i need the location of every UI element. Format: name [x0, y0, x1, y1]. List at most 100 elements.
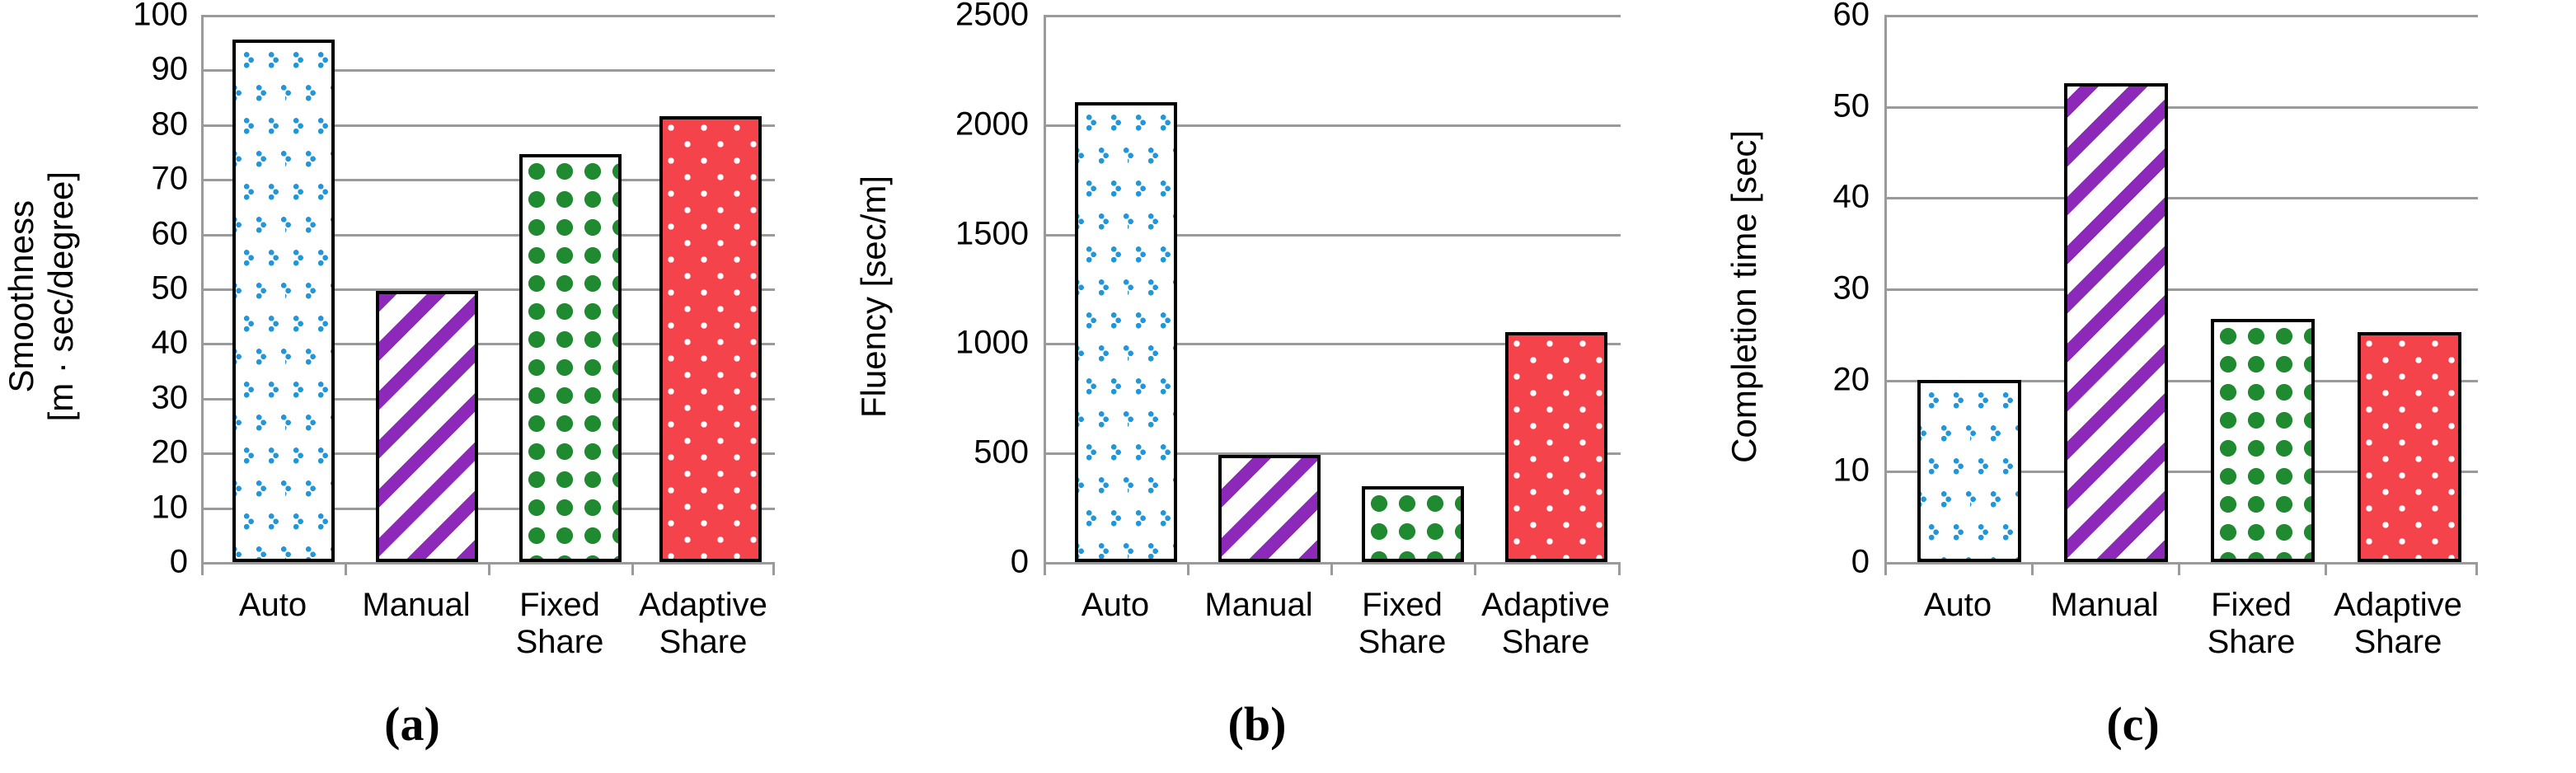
- y-tick-label: 40: [151, 324, 189, 361]
- cat-tick: [631, 562, 634, 575]
- bar-auto[interactable]: [1075, 102, 1177, 562]
- panel-a-y-tick-labels: 100 90 80 70 60 50 40 30 20 10 0: [99, 0, 198, 580]
- panel-a-plot-area: Auto Manual Fixed Share Adaptive Share: [201, 15, 775, 660]
- bar-auto[interactable]: [232, 39, 335, 562]
- panel-c: Completion time [sec] 60 50 40 30 20 10 …: [1690, 0, 2576, 773]
- category-label-manual: Manual: [2050, 587, 2159, 623]
- gridline: [204, 15, 775, 17]
- panel-c-y-axis-title: Completion time [sec]: [1724, 8, 1763, 585]
- gridline: [1046, 15, 1621, 17]
- y-tick-label: 10: [1832, 452, 1870, 489]
- panel-a-caption: (a): [384, 697, 440, 751]
- gridline: [1046, 124, 1621, 127]
- panel-b-category-ticks: [1044, 562, 1621, 575]
- panel-c-category-ticks: [1884, 562, 2478, 575]
- bar-adaptive-share[interactable]: [2358, 332, 2461, 562]
- y-tick-label: 0: [1851, 543, 1870, 580]
- gridline: [204, 179, 775, 182]
- gridline: [204, 124, 775, 127]
- category-label-manual: Manual: [1204, 587, 1313, 623]
- bar-manual[interactable]: [376, 291, 478, 562]
- gridline: [204, 343, 775, 346]
- bar-fixed-share[interactable]: [1362, 486, 1464, 562]
- gridline: [1046, 233, 1621, 237]
- gridline: [1887, 197, 2478, 200]
- bar-fixed-share[interactable]: [519, 154, 622, 562]
- gridline: [204, 233, 775, 237]
- gridline: [204, 288, 775, 291]
- y-tick-label: 100: [133, 0, 188, 33]
- panel-b: Fluency [sec/m] 2500 2000 1500 1000 500 …: [824, 0, 1690, 773]
- y-tick-label: 1500: [955, 215, 1029, 252]
- gridline: [1046, 452, 1621, 456]
- category-label-auto: Auto: [238, 587, 307, 623]
- y-tick-label: 20: [1832, 361, 1870, 398]
- axis-baseline: [1046, 562, 1621, 565]
- y-tick-label: 70: [151, 160, 189, 197]
- cat-tick: [1884, 562, 1887, 575]
- panel-a-bars: [201, 15, 775, 562]
- panel-c-grid: [1884, 15, 2478, 565]
- category-label-fixed-share: Fixed Share: [2207, 587, 2296, 660]
- cat-tick: [201, 562, 204, 575]
- y-tick-label: 30: [151, 379, 189, 416]
- y-tick-label: 60: [1832, 0, 1870, 33]
- cat-tick: [2178, 562, 2180, 575]
- gridline: [1046, 343, 1621, 346]
- bar-adaptive-share[interactable]: [1505, 332, 1607, 562]
- y-tick-label: 80: [151, 105, 189, 143]
- cat-tick: [1474, 562, 1476, 575]
- gridline: [1887, 15, 2478, 17]
- panel-c-plot-area: Auto Manual Fixed Share Adaptive Share: [1884, 15, 2478, 660]
- cat-tick: [1044, 562, 1046, 575]
- y-tick-label: 30: [1832, 269, 1870, 307]
- y-tick-label: 1000: [955, 324, 1029, 361]
- gridline: [204, 69, 775, 73]
- panel-b-y-axis-title-line1: Fluency [sec/m]: [854, 175, 893, 419]
- gridline: [204, 397, 775, 401]
- category-label-fixed-share: Fixed Share: [1358, 587, 1447, 660]
- gridline: [204, 452, 775, 456]
- cat-tick: [488, 562, 490, 575]
- panel-a-category-ticks: [201, 562, 775, 575]
- category-label-auto: Auto: [1923, 587, 1992, 623]
- y-tick-label: 2000: [955, 105, 1029, 143]
- panel-b-y-axis-title: Fluency [sec/m]: [854, 8, 893, 585]
- bar-auto[interactable]: [1917, 379, 2021, 562]
- panel-c-bars: [1884, 15, 2478, 562]
- cat-tick: [2475, 562, 2478, 575]
- panel-b-bars: [1044, 15, 1621, 562]
- panel-b-caption: (b): [1227, 697, 1287, 751]
- bar-manual[interactable]: [2064, 83, 2168, 562]
- y-tick-label: 2500: [955, 0, 1029, 33]
- cat-tick: [1330, 562, 1333, 575]
- bar-adaptive-share[interactable]: [659, 115, 762, 562]
- gridline: [1887, 471, 2478, 474]
- y-tick-label: 0: [1010, 543, 1029, 580]
- y-tick-label: 60: [151, 215, 189, 252]
- bar-manual[interactable]: [1218, 454, 1321, 562]
- axis-baseline: [1887, 562, 2478, 565]
- bar-fixed-share[interactable]: [2211, 318, 2315, 562]
- panel-a: Smoothness [m · sec/degree] 100 90 80 70…: [0, 0, 824, 773]
- gridline: [1887, 105, 2478, 109]
- y-tick-label: 20: [151, 433, 189, 471]
- panel-c-caption: (c): [2106, 697, 2160, 751]
- panel-b-grid: [1044, 15, 1621, 565]
- cat-tick: [1187, 562, 1189, 575]
- gridline: [1887, 379, 2478, 382]
- category-label-adaptive-share: Adaptive Share: [1481, 587, 1610, 660]
- y-tick-label: 90: [151, 50, 189, 87]
- panel-b-y-tick-labels: 2500 2000 1500 1000 500 0: [907, 0, 1039, 580]
- cat-tick: [345, 562, 347, 575]
- panel-c-y-axis-title-line1: Completion time [sec]: [1724, 130, 1763, 463]
- cat-tick: [2031, 562, 2034, 575]
- cat-tick: [2325, 562, 2327, 575]
- y-tick-label: 50: [1832, 87, 1870, 124]
- panel-c-y-tick-labels: 60 50 40 30 20 10 0: [1781, 0, 1879, 580]
- category-label-adaptive-share: Adaptive Share: [639, 587, 767, 660]
- category-label-fixed-share: Fixed Share: [515, 587, 604, 660]
- y-tick-label: 10: [151, 489, 189, 526]
- category-label-auto: Auto: [1081, 587, 1150, 623]
